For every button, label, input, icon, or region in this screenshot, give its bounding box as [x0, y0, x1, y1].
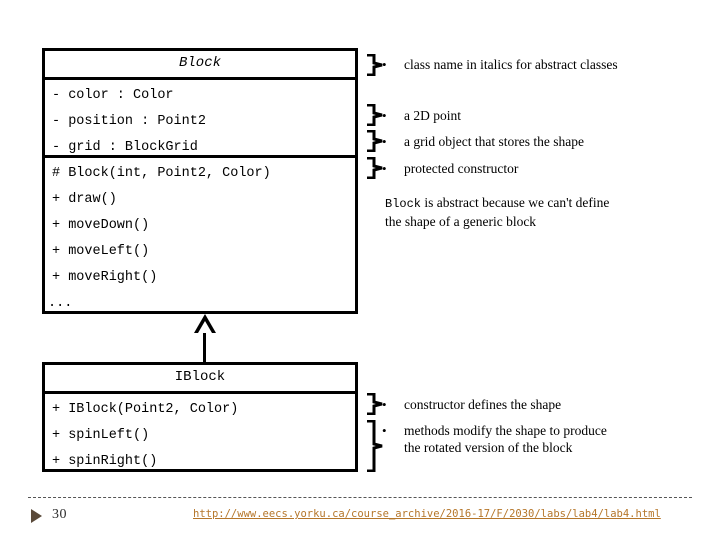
page-number: 30: [52, 507, 67, 522]
uml-class-iblock-operations: + IBlock(Point2, Color) + spinLeft() + s…: [45, 394, 355, 477]
annotation-brace-grid: [366, 130, 384, 152]
uml-attribute-row: - position : Point2: [52, 113, 206, 129]
bullet-icon: •: [382, 134, 387, 149]
uml-class-block-attributes: - color : Color - position : Point2 - gr…: [45, 80, 355, 158]
annotation-brace-class-name: [366, 54, 384, 76]
callout-text: a grid object that stores the shape: [404, 134, 584, 149]
footer-divider: [28, 497, 692, 498]
bullet-icon: •: [382, 57, 387, 72]
callout-2d-point: • a 2D point: [382, 107, 682, 124]
uml-class-block-operations: # Block(int, Point2, Color) + draw() + m…: [45, 158, 355, 319]
generalization-connector-line: [203, 333, 206, 362]
reference-link[interactable]: http://www.eecs.yorku.ca/course_archive/…: [193, 508, 661, 520]
callout-text: a 2D point: [404, 108, 461, 123]
note-block-is-abstract: Block is abstract because we can't defin…: [385, 194, 685, 230]
uml-class-block-title: Block: [45, 51, 355, 80]
uml-operation-ellipsis: ...: [48, 295, 73, 311]
uml-operation-row: + moveLeft(): [52, 243, 150, 259]
annotation-brace-iblock-constructor: [366, 393, 384, 415]
callout-protected-constructor: • protected constructor: [382, 160, 682, 177]
uml-class-iblock-title: IBlock: [45, 365, 355, 394]
callout-text: protected constructor: [404, 161, 519, 176]
callout-class-name-italics: • class name in italics for abstract cla…: [382, 56, 682, 73]
note-text-line2: the shape of a generic block: [385, 214, 537, 229]
bullet-icon: •: [382, 423, 387, 438]
callout-text-line2: the rotated version of the block: [404, 440, 573, 455]
annotation-brace-position: [366, 104, 384, 126]
annotation-brace-constructor: [366, 157, 384, 179]
uml-class-iblock: IBlock + IBlock(Point2, Color) + spinLef…: [42, 362, 358, 472]
uml-operation-row: + moveDown(): [52, 217, 150, 233]
footer-triangle-icon: [31, 509, 42, 523]
uml-operation-row: + draw(): [52, 191, 117, 207]
uml-class-block: Block - color : Color - position : Point…: [42, 48, 358, 314]
bullet-icon: •: [382, 161, 387, 176]
bullet-icon: •: [382, 397, 387, 412]
uml-attribute-row: - color : Color: [52, 87, 174, 103]
uml-operation-row: + moveRight(): [52, 269, 158, 285]
uml-operation-row: + IBlock(Point2, Color): [52, 401, 239, 417]
bullet-icon: •: [382, 108, 387, 123]
callout-text-line1: methods modify the shape to produce: [404, 423, 607, 438]
callout-text: class name in italics for abstract class…: [404, 57, 618, 72]
note-text-line1: is abstract because we can't define: [421, 195, 610, 210]
callout-constructor-defines-shape: • constructor defines the shape: [382, 396, 682, 413]
uml-operation-row: + spinRight(): [52, 453, 158, 469]
callout-methods-modify-shape: • methods modify the shape to produce th…: [382, 422, 682, 456]
uml-operation-row: + spinLeft(): [52, 427, 150, 443]
annotation-brace-iblock-methods: [366, 420, 384, 472]
callout-grid-object: • a grid object that stores the shape: [382, 133, 682, 150]
note-mono-class-name: Block: [385, 197, 422, 211]
uml-operation-row: # Block(int, Point2, Color): [52, 165, 271, 181]
callout-text: constructor defines the shape: [404, 397, 562, 412]
uml-attribute-row: - grid : BlockGrid: [52, 139, 198, 155]
